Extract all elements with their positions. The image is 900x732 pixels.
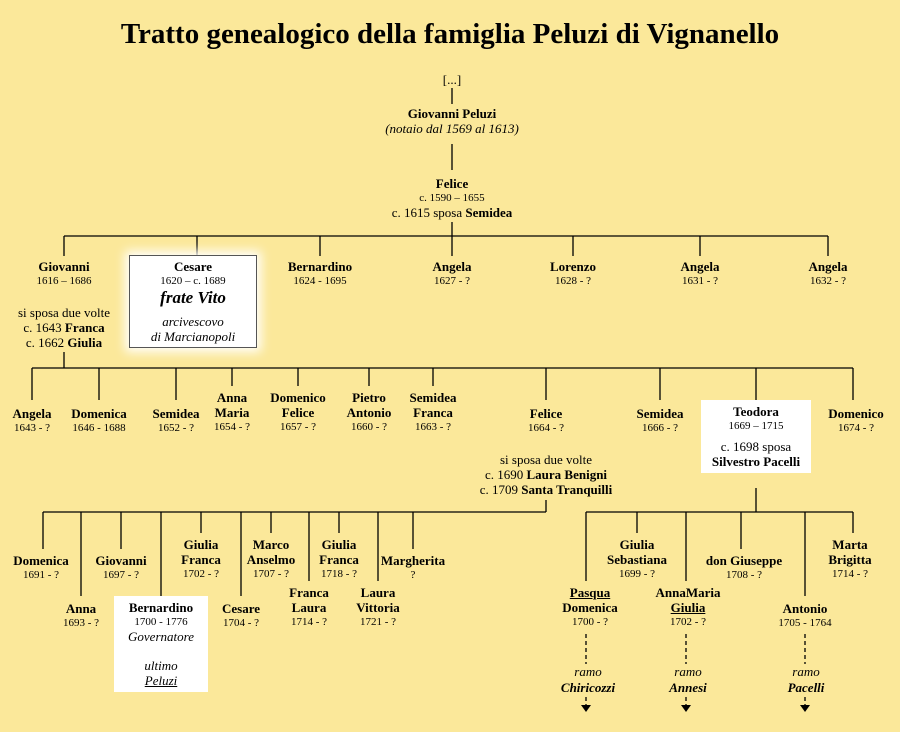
person-antonio-1705: Antonio 1705 - 1764 [778,601,832,629]
person-annamaria-giulia-1702: AnnaMaria Giulia 1702 - ? [655,585,721,628]
person-anna-maria-1654: Anna Maria 1654 - ? [213,390,251,433]
person-semidea-1666: Semidea 1666 - ? [636,406,684,434]
person-margherita: Margherita ? [380,553,446,581]
person-semidea-franca-1663: Semidea Franca 1663 - ? [409,390,457,433]
person-domenico-felice-1657: Domenico Felice 1657 - ? [270,390,326,433]
person-giovanni-1697: Giovanni 1697 - ? [95,553,147,581]
person-giulia-franca-1718: Giulia Franca 1718 - ? [319,537,359,580]
person-don-giuseppe-1708: don Giuseppe 1708 - ? [705,553,783,581]
person-marta-brigitta-1714: Marta Brigitta 1714 - ? [828,537,872,580]
person-pasqua-domenica-1700: Pasqua Domenica 1700 - ? [562,585,618,628]
branch-chiricozzi: ramo Chiricozzi [560,664,616,696]
person-bernardino-governatore: Bernardino 1700 - 1776 Governatore ultim… [114,596,208,692]
branch-annesi: ramo Annesi [669,664,707,696]
person-giulia-sebastiana-1699: Giulia Sebastiana 1699 - ? [607,537,667,580]
person-domenico-1674: Domenico 1674 - ? [828,406,884,434]
person-felice-senior: Felice c. 1590 – 1655 c. 1615 sposa Semi… [391,176,513,220]
person-teodora-1669: Teodora 1669 – 1715 c. 1698 sposa Silves… [701,400,811,473]
person-lorenzo-1628: Lorenzo 1628 - ? [550,259,596,287]
person-pietro-antonio-1660: Pietro Antonio 1660 - ? [346,390,392,433]
person-cesare-frate-vito: Cesare 1620 – c. 1689 frate Vito arcives… [129,255,257,348]
person-felice-1664: Felice 1664 - ? [527,406,565,434]
person-angela-1627: Angela 1627 - ? [432,259,472,287]
person-angela-1643: Angela 1643 - ? [12,406,52,434]
person-domenica-1691: Domenica 1691 - ? [13,553,69,581]
person-marco-anselmo-1707: Marco Anselmo 1707 - ? [246,537,296,580]
person-giovanni-peluzi: Giovanni Peluzi (notaio dal 1569 al 1613… [385,106,519,136]
person-anna-1693: Anna 1693 - ? [62,601,100,629]
person-domenica-1646: Domenica 1646 - 1688 [71,406,127,434]
ancestors-ellipsis: [...] [442,72,462,87]
person-giovanni-1616: Giovanni 1616 – 1686 [36,259,92,287]
arrow-chiricozzi [581,705,591,712]
giovanni-marriages-note: si sposa due volte c. 1643 Franca c. 166… [17,305,111,350]
person-giulia-franca-1702: Giulia Franca 1702 - ? [181,537,221,580]
person-cesare-1704: Cesare 1704 - ? [221,601,261,629]
person-bernardino-1624: Bernardino 1624 - 1695 [287,259,353,287]
person-angela-1632: Angela 1632 - ? [808,259,848,287]
branch-pacelli: ramo Pacelli [787,664,825,696]
page-title: Tratto genealogico della famiglia Peluzi… [120,18,780,50]
arrow-pacelli [800,705,810,712]
person-angela-1631: Angela 1631 - ? [680,259,720,287]
person-laura-vittoria-1721: Laura Vittoria 1721 - ? [356,585,400,628]
felice-marriages-note: si sposa due volte c. 1690 Laura Benigni… [479,452,613,497]
arrow-annesi [681,705,691,712]
person-franca-laura-1714: Franca Laura 1714 - ? [289,585,329,628]
person-semidea-1652: Semidea 1652 - ? [152,406,200,434]
